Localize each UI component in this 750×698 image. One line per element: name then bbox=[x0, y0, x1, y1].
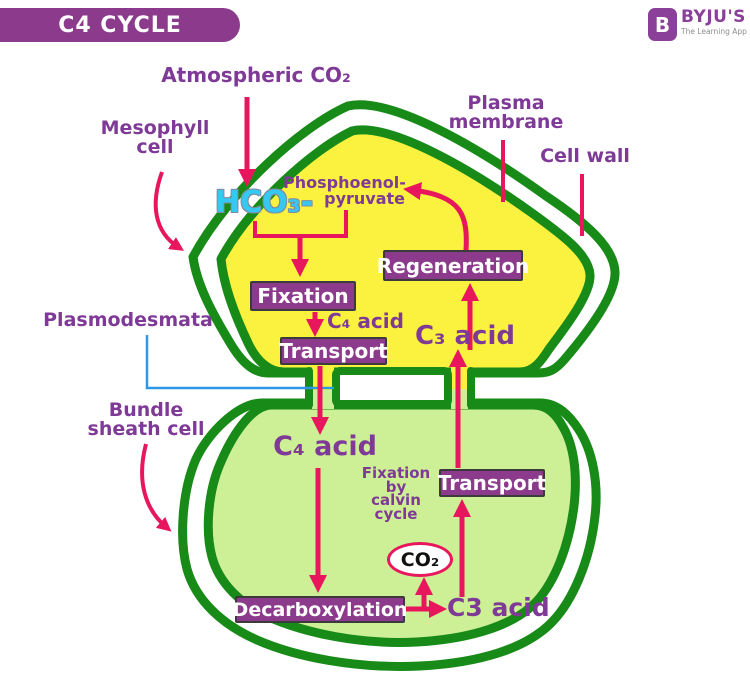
arrow-bundle-label bbox=[140, 443, 172, 532]
hco3-label: HCO₃- bbox=[215, 185, 314, 220]
bundle-sheath-cell-label: Bundle sheath cell bbox=[87, 399, 205, 441]
arrow-mesophyll-label bbox=[153, 171, 185, 251]
decarboxylation-box: Decarboxylation bbox=[233, 596, 407, 623]
c3-acid-bundle-label: C3 acid bbox=[447, 593, 550, 622]
page-title: C4 CYCLE bbox=[0, 8, 240, 42]
co2-ellipse: CO₂ bbox=[387, 542, 453, 577]
phosphoenolpyruvate-label: Phosphoenol- pyruvate bbox=[283, 173, 406, 209]
atmospheric-co2-label: Atmospheric CO₂ bbox=[161, 63, 351, 87]
plasmodesmata-label: Plasmodesmata bbox=[43, 309, 213, 331]
mesophyll-cell-label: Mesophyll cell bbox=[100, 117, 210, 159]
byjus-brand-text: BYJU'S bbox=[681, 7, 746, 27]
byjus-tagline-text: The Learning App bbox=[681, 27, 747, 36]
transport-bundle-box: Transport bbox=[437, 469, 547, 497]
cell-wall-label: Cell wall bbox=[540, 145, 630, 167]
plasmodesmata-pointer-line bbox=[145, 335, 334, 390]
byjus-logo-icon: B bbox=[648, 8, 677, 41]
transport-mesophyll-box: Transport bbox=[279, 337, 388, 365]
c4-acid-bundle-label: C₄ acid bbox=[273, 431, 377, 462]
bundle-plasma-membrane bbox=[203, 400, 580, 647]
byjus-logo: B BYJU'S The Learning App bbox=[648, 8, 748, 41]
plasmodesmata-channels bbox=[305, 364, 475, 409]
fixation-box: Fixation bbox=[250, 281, 356, 311]
c3-acid-mesophyll-label: C₃ acid bbox=[414, 321, 516, 351]
fixation-by-calvin-label: Fixation by calvin cycle bbox=[361, 464, 431, 523]
arrow-regeneration-to-pep bbox=[403, 182, 469, 252]
page-title-text: C4 CYCLE bbox=[58, 12, 182, 38]
co2-ellipse-text: CO₂ bbox=[400, 548, 440, 571]
c4-acid-mesophyll-label: C₄ acid bbox=[327, 309, 404, 333]
plasma-membrane-label: Plasma membrane bbox=[448, 92, 564, 134]
regeneration-box: Regeneration bbox=[377, 250, 529, 281]
